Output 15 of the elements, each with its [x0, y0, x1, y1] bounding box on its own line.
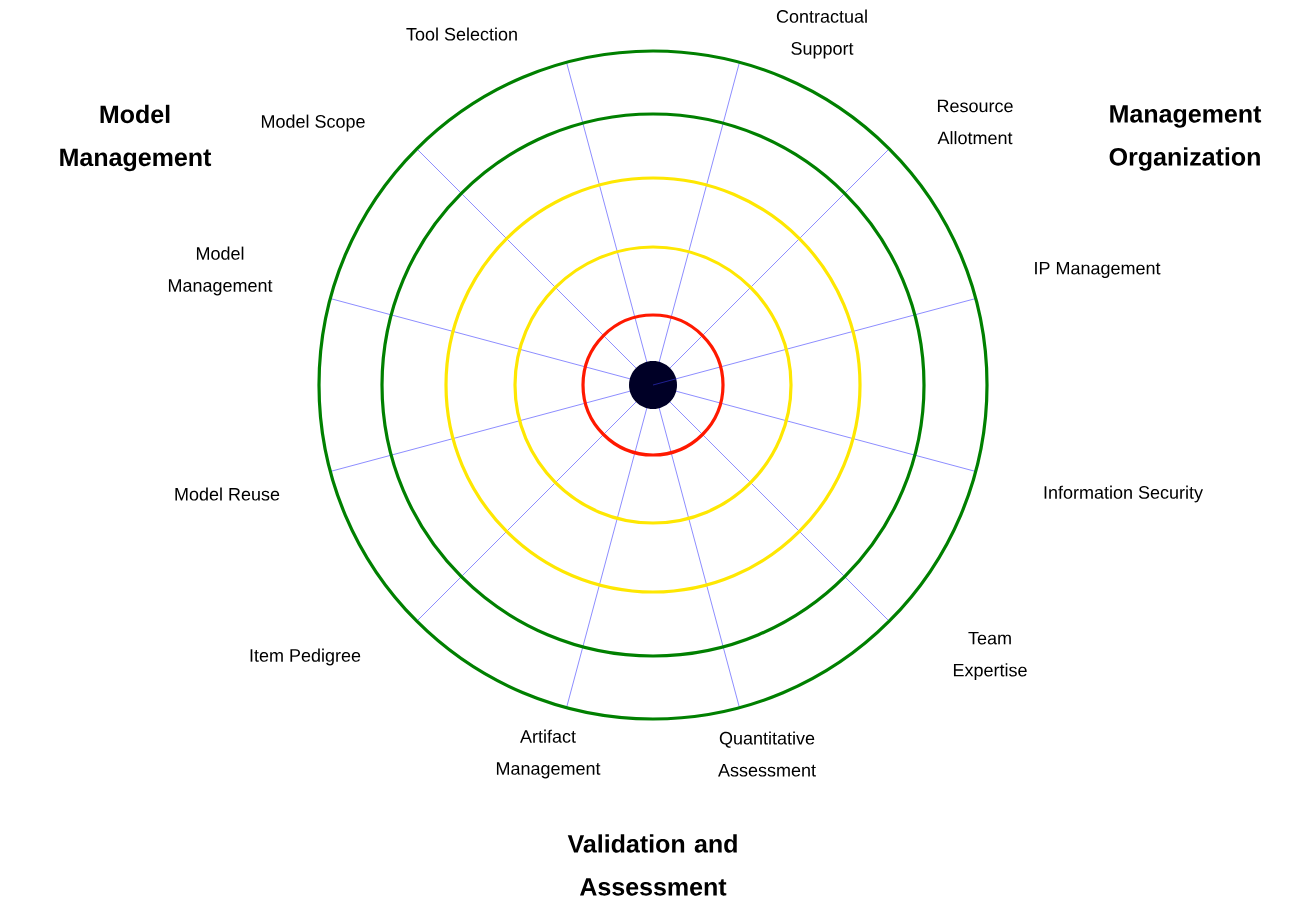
spoke-label: Team Expertise	[953, 631, 1027, 681]
group-heading: Management Organization	[1109, 105, 1262, 171]
spoke-label: Artifact Management	[496, 729, 601, 779]
group-heading: Validation and Assessment	[567, 834, 737, 896]
spoke-label: Model Reuse	[175, 487, 280, 501]
spoke-label: Contractual Support	[776, 9, 867, 59]
spoke-label: Model Scope	[261, 114, 365, 132]
spoke-label: Model Management	[168, 246, 273, 296]
spoke-label: Tool Selection	[406, 27, 517, 41]
spoke-label: Quantitative Assessment	[718, 731, 816, 777]
spoke-label: IP Management	[1035, 261, 1161, 279]
spoke-label: Information Security	[1044, 485, 1203, 503]
spoke-label: Item Pedigree	[250, 648, 361, 666]
spoke-label: Resource Allotment	[937, 99, 1013, 145]
group-heading: Model Management	[60, 104, 212, 172]
